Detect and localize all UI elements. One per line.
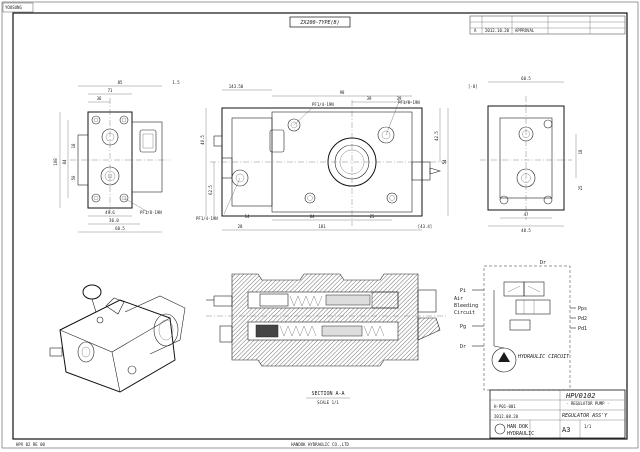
front-dim-71: 71 [108,88,113,93]
main-dim-62-5: 62.5 [208,185,213,195]
main-dim-143-50: 143.50 [229,84,244,89]
drawing-title-box: ZX200-TYPE(B) [289,16,351,28]
hyd-label-pps: Pps [578,306,587,312]
right-dim-48-5: 48.5 [521,228,531,233]
title-block: HPV0102 - REGULATOR PUMP - H-P01-001 201… [489,389,626,439]
hyd-label-air: Air [454,296,463,302]
sheet-size: A3 [562,426,570,434]
hydraulic-circuit: Dr Pi Air Bleeding Circuit Pg Dr Pps Pd2… [454,260,587,391]
hyd-label-bleeding: Bleeding [454,303,478,309]
front-dim-84: 84 [62,159,67,164]
front-dim-108: 108 [53,158,58,166]
footer-center: HANDOK HYDRAULIC CO.,LTD [291,442,349,447]
inner-border [12,12,628,440]
main-dim-98: 98 [340,90,345,95]
title-date: 2012.08.20 [494,414,519,419]
section-title: SECTION A-A [311,391,344,397]
right-dim-minus-8: [-8] [468,84,478,89]
isometric-view [49,284,186,393]
company-stamp-text: YOOSUNG [5,5,22,10]
right-view: 60.5 [-8] 18 25 47 48.5 [468,76,583,233]
main-view: 143.50 98 39 39 PF1/4-19N PF1/8-19N PF1/… [196,84,449,231]
main-dim-84: 84 [310,214,315,219]
main-dim-43-4: [43.4] [418,224,432,229]
main-dim-14: 14 [245,214,250,219]
drawing-title: ZX200-TYPE(B) [299,20,339,26]
section-view: SECTION A-A SCALE 1/1 [206,273,446,405]
hyd-label-pi: Pi [460,288,466,294]
right-dim-60-5: 60.5 [521,76,531,81]
front-dim-1-5: 1.5 [172,80,180,85]
main-port-label-2: PF1/8-19N [398,100,420,105]
footer-left: HPV 02 RE 00 [16,442,45,447]
front-view: 85 71 36 1.5 108 84 18 50 49.6 36.0 60.5… [53,80,180,233]
revision-date: 2012.10.20 [485,28,510,33]
hyd-label-dr-bottom: Dr [460,344,466,350]
right-dim-18: 18 [578,149,583,154]
hyd-circuit-title: HYDRAULIC CIRCUIT [517,354,570,360]
front-port-label: PF1/8-19N [140,210,162,215]
company-name-1: HAN DOK [507,424,528,430]
company-stamp: YOOSUNG [2,2,34,13]
main-dim-181: 181 [318,224,326,229]
main-dim-42-5: 42.5 [434,131,439,141]
front-dim-60-5: 60.5 [115,226,125,231]
main-port-label-1: PF1/4-19N [312,102,334,107]
section-scale: SCALE 1/1 [317,400,339,405]
main-dim-39b: 39 [397,96,402,101]
part-number: HPV0102 [565,392,596,400]
main-port-label-3: PF1/4-19N [196,216,218,221]
part-name: REGULATOR ASS'Y [562,413,608,419]
front-dim-85: 85 [118,80,123,85]
revision-table: A 2012.10.20 APPROVAL [469,15,626,35]
main-dim-28: 28 [238,224,243,229]
right-dim-47: 47 [524,212,529,217]
main-dim-25: 25 [370,214,375,219]
front-dim-36: 36 [97,96,102,101]
sheet-scale: 1/1 [584,424,592,429]
right-dim-25: 25 [578,185,583,190]
hyd-label-pd1: Pd1 [578,326,587,332]
front-dim-50: 50 [71,175,76,180]
company-name-2: HYDRAULIC [507,431,534,437]
main-dim-39a: 39 [367,96,372,101]
drawn-by: H-P01-001 [494,404,516,409]
main-dim-40-5: 40.5 [200,135,205,145]
part-subtitle: - REGULATOR PUMP - [566,401,609,406]
front-dim-36-0: 36.0 [109,218,119,223]
front-dim-18: 18 [71,143,76,148]
hyd-label-pg: Pg [460,324,466,330]
front-dim-49-6: 49.6 [105,210,115,215]
hyd-label-circuit: Circuit [454,310,475,316]
revision-approval: APPROVAL [515,28,535,33]
hyd-label-dr-top: Dr [540,260,546,266]
hyd-label-pd2: Pd2 [578,316,587,322]
revision-mark: A [474,28,477,33]
main-dim-54: 54 [442,159,447,164]
